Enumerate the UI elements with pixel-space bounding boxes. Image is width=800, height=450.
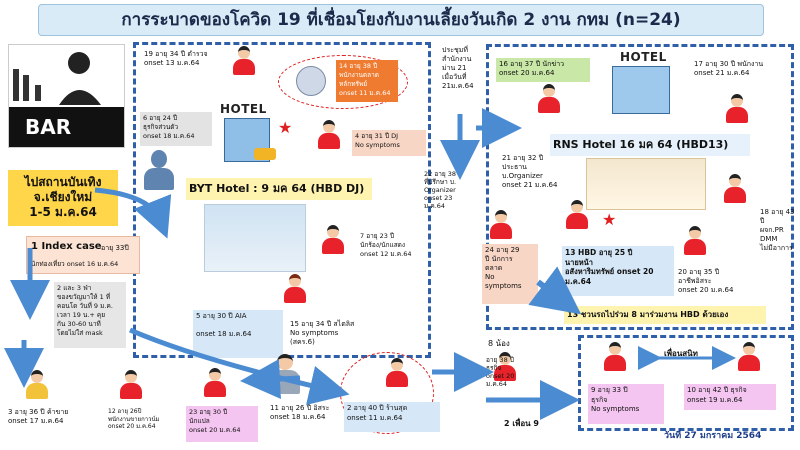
- star-icon-rns: ★: [602, 210, 617, 229]
- case-12-text: 12 อายุ 26ปี พนักงานขายกาวน์ม onset 20 ม…: [108, 408, 160, 430]
- case-7-person: [322, 225, 344, 255]
- case-20-text: 20 อายุ 35 ปี อาชีพอิสระ onset 20 ม.ค.64: [678, 268, 734, 294]
- case-20-person: [684, 226, 706, 256]
- date-label: วันที่ 27 มกราคม 2564: [664, 431, 762, 441]
- index-case-detail: นักท่องเที่ยว onset 16 ม.ค.64: [31, 260, 119, 268]
- meeting-note: ประชุมที่ สำนักงาน ม่าน 21 เมื่อวันที่ 2…: [442, 46, 474, 90]
- case-23-person: [204, 368, 226, 398]
- case-19-text: 19 อายุ 34 ปี ตำรวจ onset 13 ม.ค.64: [144, 50, 208, 67]
- case-8-note: 8 น้อง: [488, 339, 510, 348]
- case-16-box: 16 อายุ 37 ปี นักข่าว onset 20 ม.ค.64: [496, 58, 590, 82]
- case-19-person: [233, 46, 255, 76]
- case-15-text: 15 อายุ 34 ปี สไตลิส No symptoms (สคร.6): [290, 320, 355, 346]
- case-11-text: 11 อายุ 26 ปี อิสระ onset 18 ม.ค.64: [270, 404, 330, 421]
- index-case-box: 1 Index case อายุ 33ปี นักท่องเที่ยว ons…: [26, 236, 140, 274]
- case-21-text: 21 อายุ 32 ปี ประธาน บ.Organizer onset 2…: [502, 154, 558, 189]
- case-18-text: 18 อายุ 43 ปี ผจก.PR DMM ไม่มีอาการ: [760, 208, 795, 252]
- rns-party-photo: [586, 158, 706, 210]
- case-16-person: [538, 84, 560, 114]
- case-2-box: 2 อายุ 40 ปี ร้านสุด onset 11 ม.ค.64: [344, 402, 440, 432]
- case-9-box: 9 อายุ 33 ปี ธุรกิจ No symptoms: [588, 384, 664, 424]
- hotel-icon-rns: HOTEL: [606, 50, 676, 114]
- index-case-title: 1 Index case: [31, 241, 102, 252]
- bar-sign: BAR: [25, 115, 72, 139]
- case-4-person: [318, 120, 340, 150]
- case-13-person: [566, 200, 588, 230]
- case-24-person: [490, 210, 512, 240]
- case-2-3-note: 2 และ 3 ฟ่า ของขวัญมาให้ 1 ที่ คอนโด วัน…: [54, 282, 126, 348]
- case-7-text: 7 อายุ 23 ปี นักร้อง/นักแสดง onset 12 ม.…: [360, 232, 412, 258]
- hotel-icon-byt: HOTEL: [218, 102, 278, 164]
- case-3-text: 3 อายุ 36 ปี ค้าขาย onset 17 ม.ค.64: [8, 408, 69, 425]
- byt-hotel-label: BYT Hotel : 9 มค 64 (HBD DJ): [186, 178, 372, 200]
- rns-cluster-frame: [486, 44, 794, 330]
- case-6-box: 6 อายุ 24 ปี ธุรกิจส่วนตัว onset 18 ม.ค.…: [140, 112, 212, 146]
- case-23-box: 23 อายุ 30 ปี นักแปล onset 20 ม.ค.64: [186, 406, 258, 442]
- case-12-person: [120, 370, 142, 400]
- case-18-person: [724, 174, 746, 204]
- case-9-person: [604, 342, 626, 372]
- star-icon: ★: [278, 118, 293, 137]
- case-14-box: 14 อายุ 38 ปี พนักงานตลาด หลักทรัพย์ ons…: [336, 60, 398, 102]
- page-title: การระบาดของโควิด 19 ที่เชื่อมโยงกับงานเล…: [38, 4, 764, 36]
- hotel-sign-rns: HOTEL: [620, 50, 667, 64]
- case-10-box: 10 อายุ 42 ปี ธุรกิจ onset 19 ม.ค.64: [684, 384, 776, 410]
- businessman-icon: [144, 150, 174, 194]
- case-13-invite-box: 13 ชวนรถไปร่วม 8 มาร่วมงาน HBD ด้วยเอง: [564, 306, 766, 324]
- friend-note: 2 เพื่อน 9: [504, 419, 539, 428]
- case-5-box: 5 อายุ 30 ปี AIA onset 18 ม.ค.64: [193, 310, 283, 358]
- location-box: ไปสถานบันเทิง จ.เชียงใหม่ 1-5 ม.ค.64: [8, 170, 118, 226]
- index-case-age: อายุ 33ปี: [101, 244, 129, 252]
- party-photo: [204, 204, 306, 272]
- rns-hotel-label: RNS Hotel 16 มค 64 (HBD13): [550, 134, 750, 156]
- case-10-person: [738, 342, 760, 372]
- case-2-person: [386, 358, 408, 388]
- case-17-text: 17 อายุ 30 ปี พนักงาน onset 21 ม.ค.64: [694, 60, 764, 77]
- hotel-sign-byt: HOTEL: [220, 102, 267, 116]
- case-14-avatar: [296, 66, 326, 96]
- bar-icon: BAR: [8, 44, 125, 148]
- case-14-highlight: [278, 55, 408, 109]
- case-4-box: 4 อายุ 31 ปี DJ No symptoms: [352, 130, 426, 156]
- case-15-person: [284, 274, 306, 304]
- case-8-person: [494, 352, 516, 382]
- case-17-person: [726, 94, 748, 124]
